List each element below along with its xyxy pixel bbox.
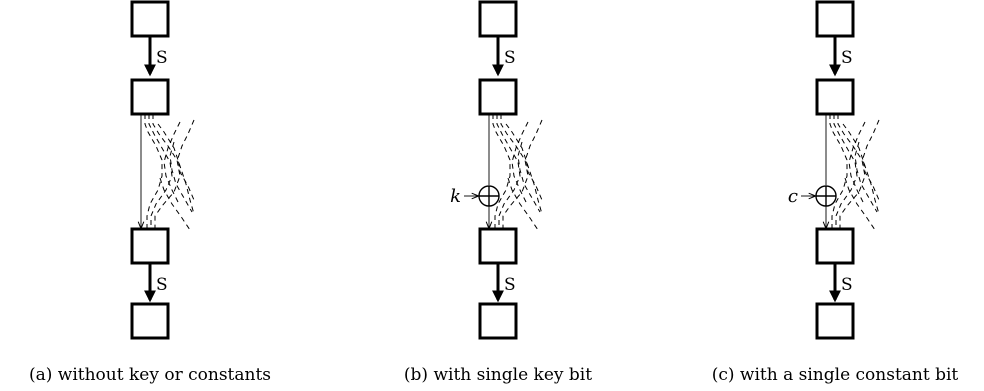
dashed-wire-field (829, 114, 880, 231)
dashed-wire-field (144, 114, 195, 231)
s-label-top: S (156, 48, 168, 68)
xor-icon (815, 185, 837, 207)
dashed-wire-4 (505, 123, 543, 215)
dashed-wire-3 (152, 114, 181, 228)
caption-c: (c) with a single constant bit (712, 365, 959, 385)
bottom-box (478, 302, 518, 340)
dashed-wire-4 (157, 123, 195, 215)
panel-a: S S (130, 0, 195, 340)
permutation-wires (826, 114, 880, 231)
lower-box (815, 227, 855, 265)
top-box (815, 0, 855, 38)
dashed-wire-1 (144, 114, 163, 228)
middle-box (130, 78, 170, 116)
bottom-box (130, 302, 170, 340)
permutation-wires (141, 114, 195, 231)
caption-b: (b) with single key bit (404, 365, 592, 385)
key-bit-label: k (450, 186, 461, 207)
panel-b: S k S (450, 0, 543, 340)
permutation-wires (489, 114, 543, 231)
dashed-wire-5 (848, 121, 866, 203)
top-box (478, 0, 518, 38)
dashed-wire-4 (842, 123, 880, 215)
dashed-wire-6 (862, 119, 880, 201)
caption-a: (a) without key or constants (29, 365, 271, 385)
dashed-wire-6 (525, 119, 543, 201)
dashed-wire-3 (837, 114, 866, 228)
dashed-wire-1 (492, 114, 511, 228)
constant-bit-label: c (788, 186, 798, 207)
s-label-bottom: S (841, 275, 853, 295)
lower-box (478, 227, 518, 265)
dashed-wire-2 (148, 114, 173, 228)
xor-icon (478, 185, 500, 207)
dashed-wire-8 (854, 141, 878, 213)
top-box (130, 0, 170, 38)
dashed-wire-field (492, 114, 543, 231)
bottom-box (815, 302, 855, 340)
dashed-wire-2 (496, 114, 521, 228)
dashed-wire-7 (507, 177, 539, 231)
dashed-wire-2 (833, 114, 858, 228)
s-label-top: S (504, 48, 516, 68)
lower-box (130, 227, 170, 265)
dashed-wire-7 (159, 177, 191, 231)
s-label-top: S (841, 48, 853, 68)
dashed-wire-3 (500, 114, 529, 228)
middle-box (815, 78, 855, 116)
dashed-wire-8 (169, 141, 193, 213)
dashed-wire-1 (829, 114, 848, 228)
dashed-wire-8 (517, 141, 541, 213)
s-label-bottom: S (504, 275, 516, 295)
dashed-wire-5 (163, 121, 181, 203)
dashed-wire-6 (177, 119, 195, 201)
dashed-wire-7 (844, 177, 876, 231)
s-label-bottom: S (156, 275, 168, 295)
dashed-wire-5 (511, 121, 529, 203)
panel-c: S c S (788, 0, 880, 340)
middle-box (478, 78, 518, 116)
